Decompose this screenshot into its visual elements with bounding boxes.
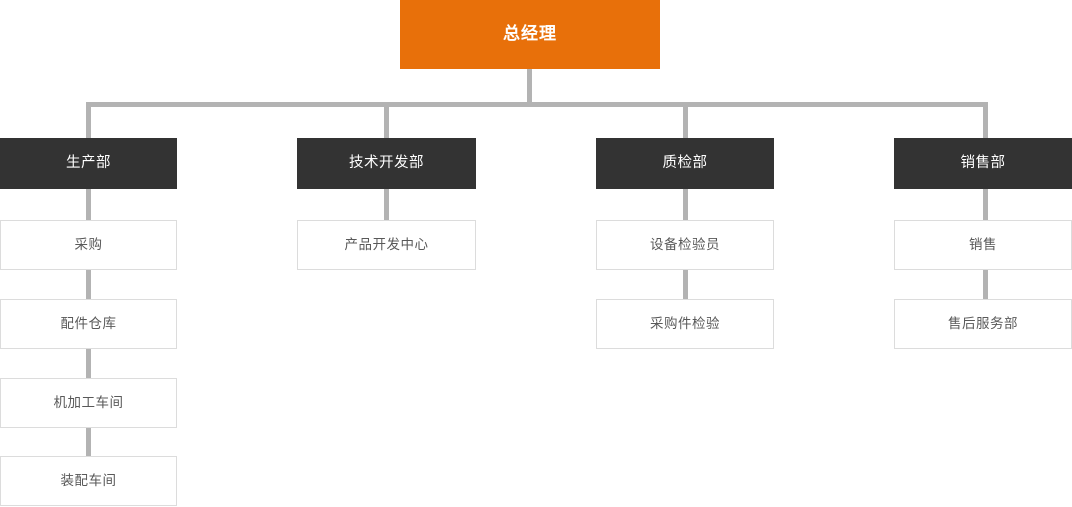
node-root-general-manager[interactable]: 总经理 <box>400 0 660 69</box>
node-sub-equipment-inspector[interactable]: 设备检验员 <box>596 220 774 270</box>
connector-production-to-child-3 <box>86 349 91 378</box>
connector-production-to-child-4 <box>86 428 91 456</box>
node-dept-sales-label: 销售部 <box>960 154 1006 171</box>
node-dept-sales[interactable]: 销售部 <box>894 138 1072 189</box>
connector-production-to-child-1 <box>86 189 91 220</box>
connector-drop-branch-4 <box>983 102 988 138</box>
node-sub-purchased-parts-inspection[interactable]: 采购件检验 <box>596 299 774 349</box>
node-sub-machining-workshop-label: 机加工车间 <box>53 394 124 410</box>
node-sub-sales-label: 销售 <box>969 236 997 252</box>
node-sub-assembly-workshop[interactable]: 装配车间 <box>0 456 177 506</box>
node-sub-product-development-center-label: 产品开发中心 <box>344 236 429 252</box>
node-sub-parts-warehouse-label: 配件仓库 <box>60 315 117 331</box>
connector-production-to-child-2 <box>86 270 91 299</box>
node-sub-machining-workshop[interactable]: 机加工车间 <box>0 378 177 428</box>
node-dept-quality-inspection[interactable]: 质检部 <box>596 138 774 189</box>
node-dept-production-label: 生产部 <box>66 154 111 171</box>
node-dept-technical-development-label: 技术开发部 <box>349 154 424 171</box>
node-sub-assembly-workshop-label: 装配车间 <box>60 472 117 488</box>
node-dept-technical-development[interactable]: 技术开发部 <box>297 138 476 189</box>
node-sub-after-sales-service[interactable]: 售后服务部 <box>894 299 1072 349</box>
node-dept-production[interactable]: 生产部 <box>0 138 177 189</box>
node-sub-parts-warehouse[interactable]: 配件仓库 <box>0 299 177 349</box>
node-root-label: 总经理 <box>503 24 557 44</box>
connector-technical-to-child-1 <box>384 189 389 220</box>
connector-drop-branch-2 <box>384 102 389 138</box>
node-sub-procurement[interactable]: 采购 <box>0 220 177 270</box>
node-sub-equipment-inspector-label: 设备检验员 <box>650 236 720 252</box>
connector-drop-branch-3 <box>683 102 688 138</box>
node-sub-purchased-parts-inspection-label: 采购件检验 <box>650 315 720 331</box>
connector-quality-to-child-1 <box>683 189 688 220</box>
connector-root-bus <box>86 102 988 107</box>
node-sub-after-sales-service-label: 售后服务部 <box>948 315 1018 331</box>
connector-sales-to-child-1 <box>983 189 988 220</box>
node-sub-product-development-center[interactable]: 产品开发中心 <box>297 220 476 270</box>
connector-drop-branch-1 <box>86 102 91 138</box>
connector-root-stem <box>527 69 532 105</box>
node-sub-procurement-label: 采购 <box>74 236 103 252</box>
node-dept-quality-inspection-label: 质检部 <box>662 154 708 171</box>
connector-sales-to-child-2 <box>983 270 988 299</box>
connector-quality-to-child-2 <box>683 270 688 299</box>
node-sub-sales[interactable]: 销售 <box>894 220 1072 270</box>
